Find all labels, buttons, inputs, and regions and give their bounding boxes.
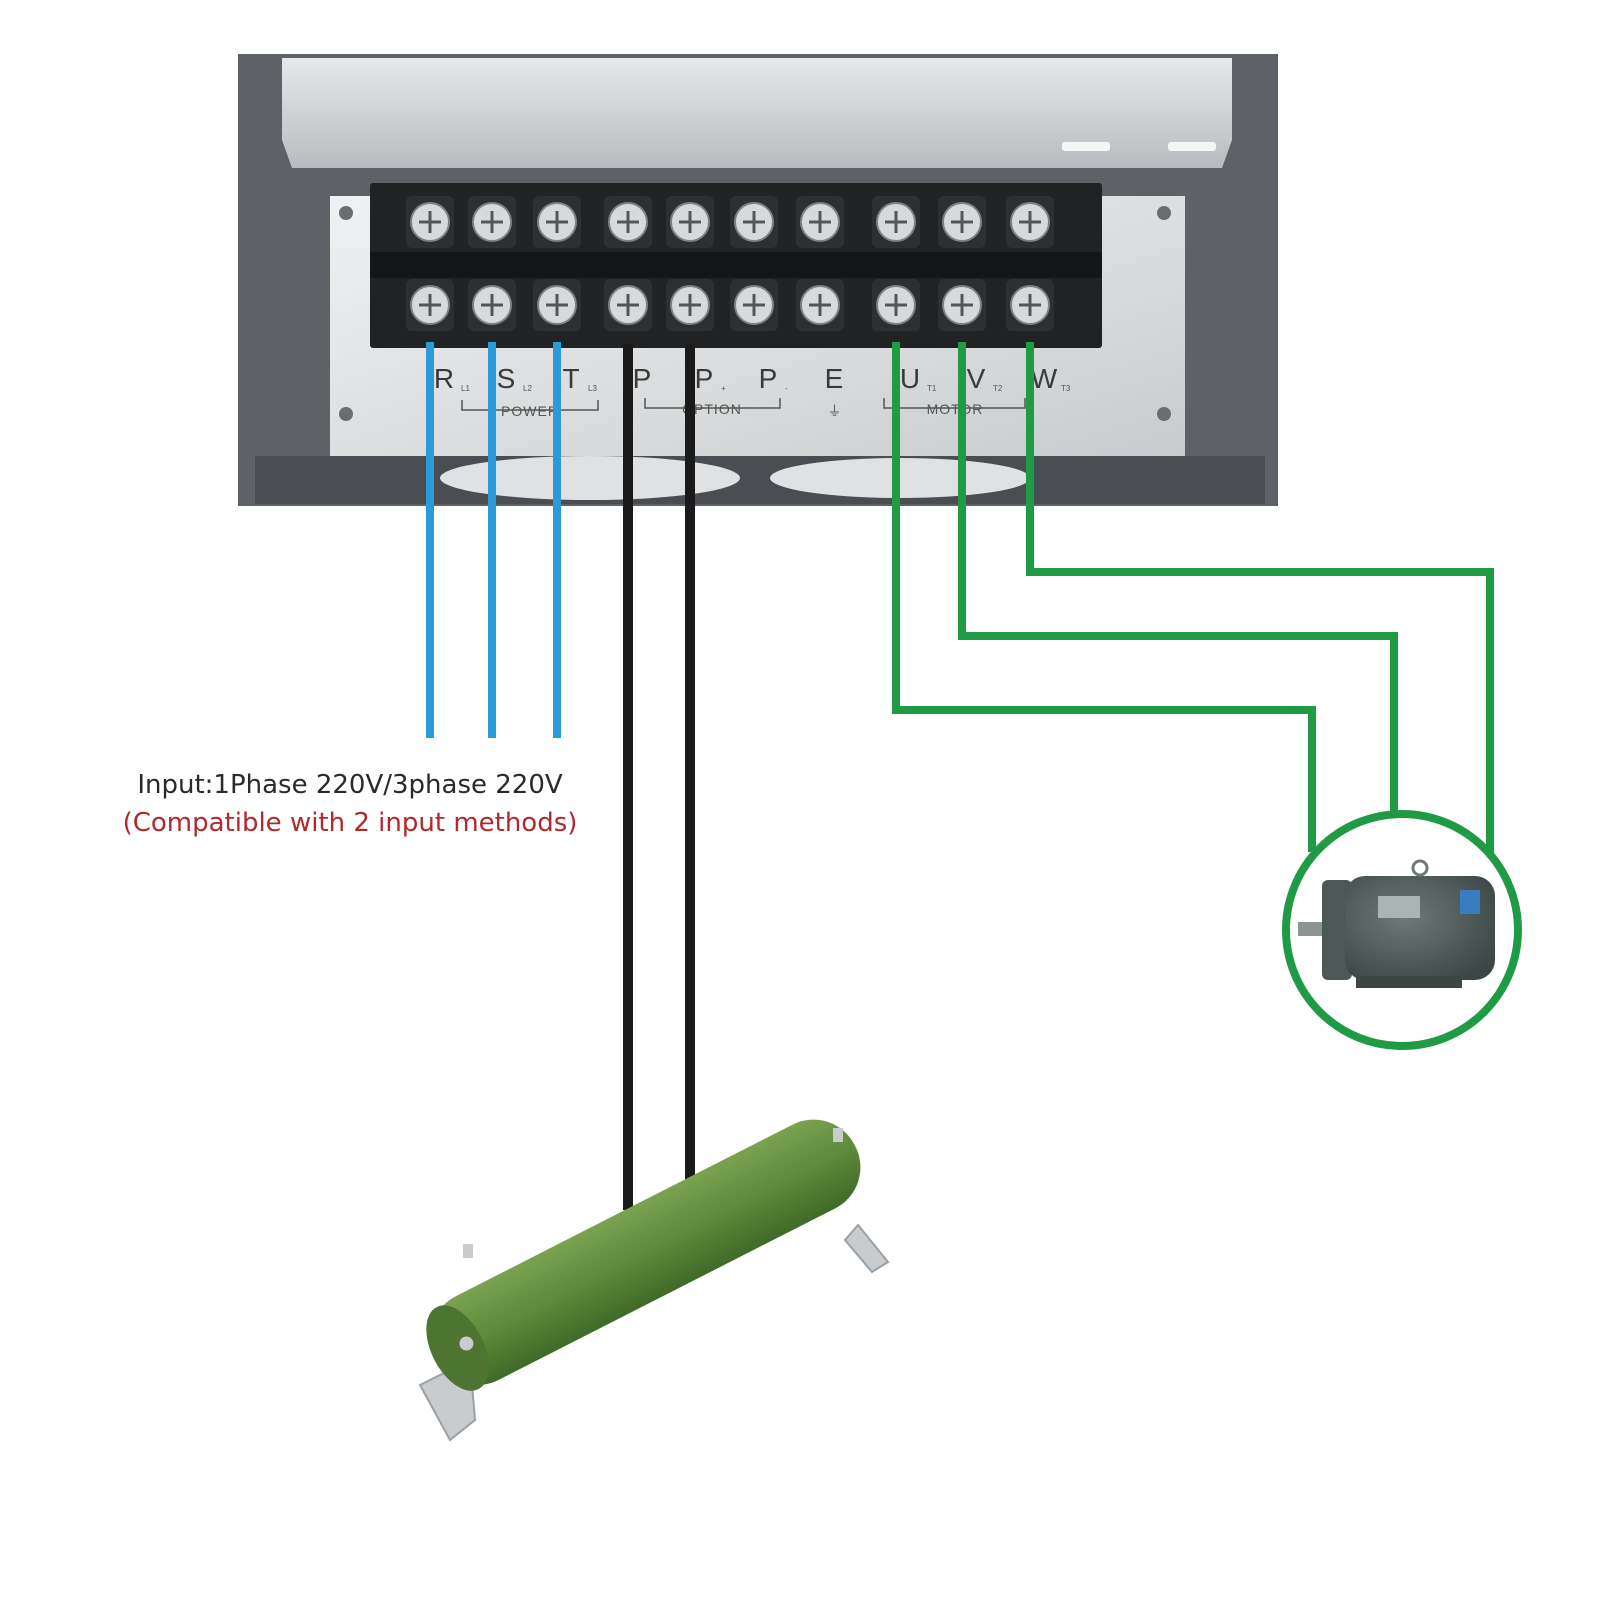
cover-tab: [1062, 142, 1110, 151]
motor-shaft: [1298, 922, 1328, 936]
terminal-label: T: [562, 363, 579, 394]
screw-slot: [481, 294, 503, 316]
terminal-label: E: [825, 363, 844, 394]
resistor-tab: [463, 1244, 473, 1258]
compat-caption: (Compatible with 2 input methods): [122, 808, 578, 838]
motor-wires: [892, 342, 1494, 856]
screw-slot: [809, 294, 831, 316]
terminal-sublabel: T1: [927, 384, 937, 393]
screw-slot: [885, 211, 907, 233]
screw-slot: [546, 211, 568, 233]
cable-gland: [440, 456, 740, 500]
screw-slot: [743, 294, 765, 316]
screw-slot: [419, 211, 441, 233]
brake-wires: [623, 344, 695, 1210]
motor-group-label: MOTOR: [927, 401, 984, 417]
terminal-label: S: [497, 363, 516, 394]
screw-slot: [679, 211, 701, 233]
screw-slot: [809, 211, 831, 233]
terminal-label: P: [759, 363, 778, 394]
terminal-sublabel: L1: [461, 384, 470, 393]
terminal-sublabel: -: [785, 384, 788, 393]
resistor-end-cap: [426, 1305, 489, 1391]
mount-screw: [1157, 206, 1171, 220]
wire-u: [892, 342, 1316, 852]
screw-slot: [951, 211, 973, 233]
resistor-body: [430, 1119, 861, 1385]
screw-slot: [617, 294, 639, 316]
screw-slot: [1019, 211, 1041, 233]
terminal-label: R: [434, 363, 454, 394]
power-bracket: [461, 400, 599, 411]
resistor-tab: [833, 1128, 843, 1142]
resistor-terminal: [459, 1336, 474, 1351]
screw-slot: [1019, 294, 1041, 316]
terminal-sublabel: +: [721, 384, 726, 393]
cover-tab: [1168, 142, 1216, 151]
terminal-sublabel: T2: [993, 384, 1003, 393]
terminal-sublabel: L3: [588, 384, 597, 393]
screw-slot: [679, 294, 701, 316]
resistor-bracket-right: [843, 1223, 890, 1274]
electric-motor-icon: [1282, 810, 1522, 1050]
screw-slot: [951, 294, 973, 316]
option-group-label: OPTION: [682, 401, 742, 417]
motor-bracket: [883, 398, 1026, 409]
terminal-label: W: [1031, 363, 1058, 394]
motor-end-bell: [1322, 880, 1352, 980]
terminal-label: U: [900, 363, 920, 394]
wire-v: [958, 342, 1398, 812]
motor-lift-eye: [1411, 859, 1429, 877]
drive-case-bottom: [255, 456, 1265, 504]
wire-w: [1026, 342, 1494, 856]
mount-screw: [1157, 407, 1171, 421]
motor-nameplate: [1378, 896, 1420, 918]
terminal-sublabel: T3: [1061, 384, 1071, 393]
screw-slot: [885, 294, 907, 316]
terminal-label: V: [967, 363, 986, 394]
option-bracket: [644, 398, 781, 409]
screw-slot: [743, 211, 765, 233]
power-wires: [426, 342, 561, 738]
terminal-divider-bar: [370, 252, 1102, 278]
power-group-label: POWER: [501, 403, 559, 419]
mount-screw: [339, 407, 353, 421]
terminal-screws: [406, 196, 1054, 331]
terminal-sublabel: L2: [523, 384, 532, 393]
terminal-label: P: [633, 363, 652, 394]
screw-slot: [481, 211, 503, 233]
screw-slot: [617, 211, 639, 233]
mount-screw: [339, 206, 353, 220]
input-caption: Input:1Phase 220V/3phase 220V: [137, 770, 563, 800]
screw-slot: [546, 294, 568, 316]
group-brackets: [461, 398, 1026, 411]
motor-feet: [1356, 976, 1462, 988]
braking-resistor-icon: [418, 1119, 890, 1442]
earth-symbol: ⏚: [828, 403, 843, 419]
drive-cover: [282, 58, 1232, 168]
terminal-label: P: [695, 363, 714, 394]
screw-slot: [419, 294, 441, 316]
motor-label: [1460, 890, 1480, 914]
